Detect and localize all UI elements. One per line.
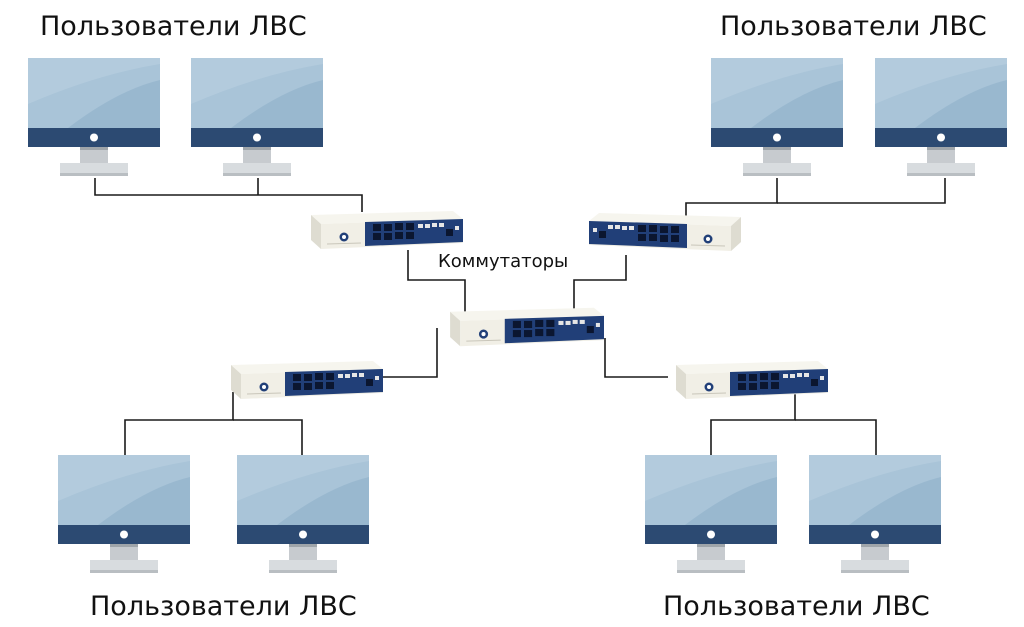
monitor-icon (875, 58, 1007, 176)
network-switch-icon (449, 307, 604, 347)
cable-tr-left-monitor (685, 178, 778, 220)
monitor-icon (191, 58, 323, 176)
cables (94, 178, 946, 455)
monitor-icon (237, 455, 369, 573)
network-switch-icon (230, 360, 383, 400)
lan-users-label-top-left: Пользователи ЛВС (40, 11, 307, 42)
cable-bl-switch-to-monitors (124, 392, 234, 455)
network-switch-icon (675, 360, 828, 400)
cable-center-to-switch-bl (382, 328, 438, 378)
lan-users-label-bottom-left: Пользователи ЛВС (90, 591, 357, 622)
network-switch-icon (310, 210, 463, 250)
lan-users-label-bottom-right: Пользователи ЛВС (663, 591, 930, 622)
monitor-icon (645, 455, 777, 573)
cable-bl-switch-to-right-monitor (233, 419, 303, 455)
monitor-icon (809, 455, 941, 573)
lan-users-label-top-right: Пользователи ЛВС (720, 11, 987, 42)
cable-switch-tl-to-center (407, 250, 466, 312)
switches-label: Коммутаторы (438, 251, 569, 272)
monitor-icon (28, 58, 160, 176)
cable-switch-tr-to-center (573, 255, 627, 312)
cable-tl-left-monitor (94, 178, 363, 212)
cable-center-to-switch-br (604, 338, 668, 378)
cable-br-switch-to-right-monitor (795, 419, 877, 455)
monitor-icon (58, 455, 190, 573)
network-switch-icon (589, 212, 742, 252)
monitor-icon (711, 58, 843, 176)
cable-tr-right-monitor (777, 178, 946, 204)
cable-br-switch-to-monitors (710, 392, 796, 455)
